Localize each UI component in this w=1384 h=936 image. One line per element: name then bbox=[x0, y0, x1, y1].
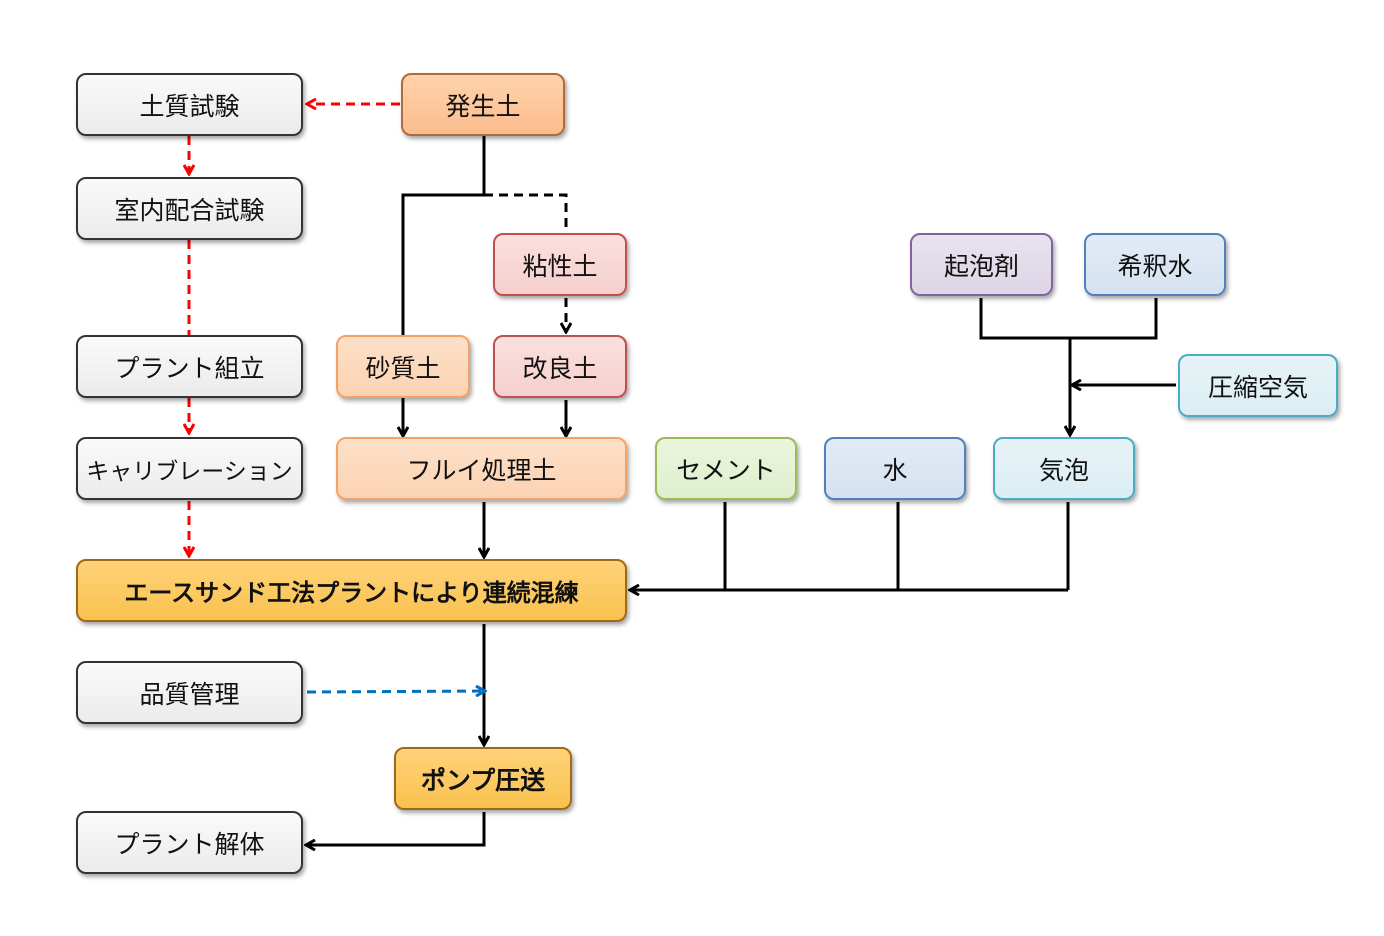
compressed-air-box: 圧縮空気 bbox=[1178, 354, 1338, 417]
soil-test-box: 土質試験 bbox=[76, 73, 303, 136]
cement-box: セメント bbox=[655, 437, 797, 500]
water-box: 水 bbox=[824, 437, 966, 500]
dashed-line-to-clay bbox=[484, 193, 568, 232]
improved-soil-box: 改良土 bbox=[493, 335, 627, 398]
lab-mix-test-box: 室内配合試験 bbox=[76, 177, 303, 240]
sieved-soil-box: フルイ処理土 bbox=[336, 437, 627, 500]
line-dilution-water bbox=[1070, 298, 1158, 340]
foam-box: 気泡 bbox=[993, 437, 1135, 500]
sandy-soil-box: 砂質土 bbox=[336, 335, 470, 398]
pump-transfer-box: ポンプ圧送 bbox=[394, 747, 572, 810]
arrow-quality-control bbox=[306, 691, 485, 692]
quality-control-box: 品質管理 bbox=[76, 661, 303, 724]
excavated-soil-box: 発生土 bbox=[401, 73, 565, 136]
plant-dismantle-box: プラント解体 bbox=[76, 811, 303, 874]
dilution-water-box: 希釈水 bbox=[1084, 233, 1226, 296]
foaming-agent-box: 起泡剤 bbox=[910, 233, 1053, 296]
arrow-to-sieved-via-sandy bbox=[403, 193, 484, 436]
continuous-mixing-box: エースサンド工法プラントにより連続混練 bbox=[76, 559, 627, 622]
plant-assembly-box: プラント組立 bbox=[76, 335, 303, 398]
clay-soil-box: 粘性土 bbox=[493, 233, 627, 296]
arrow-pump-to-dismantle bbox=[306, 812, 486, 845]
calibration-box: キャリブレーション bbox=[76, 437, 303, 500]
line-foaming-agent bbox=[979, 298, 1070, 340]
